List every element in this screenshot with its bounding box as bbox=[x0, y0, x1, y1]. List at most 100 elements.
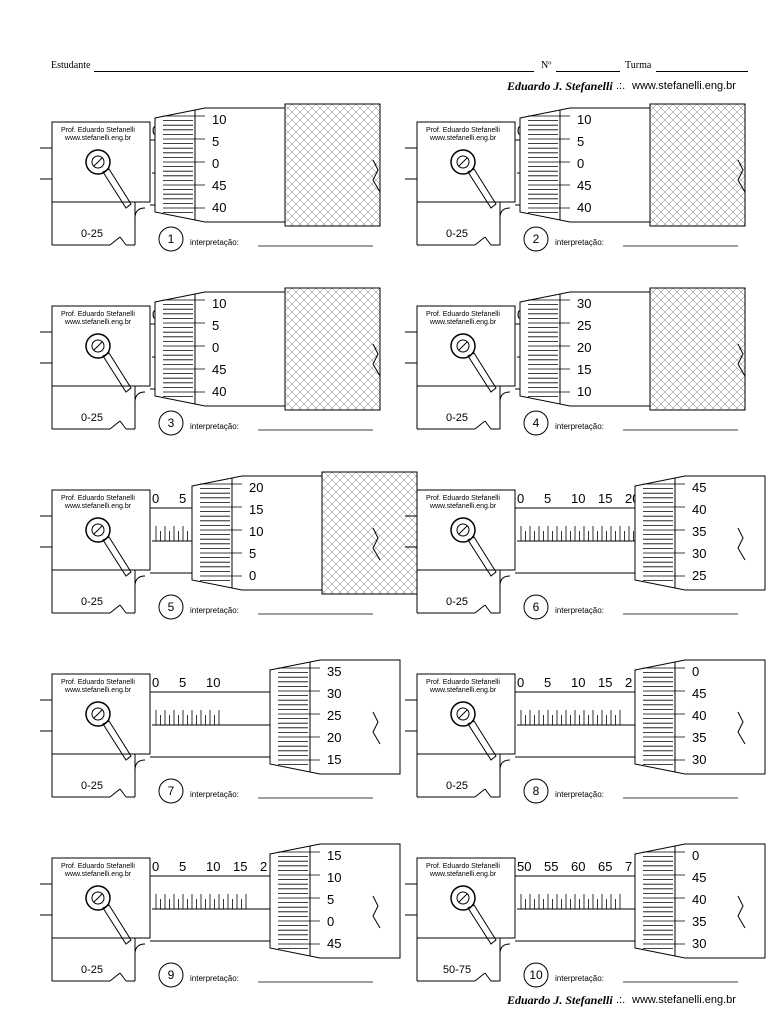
thimble-number: 15 bbox=[327, 752, 341, 767]
thimble-number: 0 bbox=[692, 664, 699, 679]
range-label: 0-25 bbox=[446, 780, 468, 792]
micrometer-exercise-9: Prof. Eduardo Stefanelliwww.stefanelli.e… bbox=[40, 843, 401, 988]
exercise-number: 9 bbox=[168, 968, 175, 982]
range-label: 0-25 bbox=[446, 228, 468, 240]
lock-knob-icon bbox=[85, 333, 111, 359]
exercise-number: 3 bbox=[168, 416, 175, 430]
thimble-number: 25 bbox=[692, 568, 706, 583]
thimble-number: 10 bbox=[577, 112, 591, 127]
break-mark bbox=[737, 527, 746, 561]
break-mark bbox=[372, 895, 381, 929]
class-field[interactable] bbox=[656, 71, 748, 72]
thimble-number: 40 bbox=[577, 200, 591, 215]
credit-line-2: www.stefanelli.eng.br bbox=[64, 135, 132, 142]
frame-curve bbox=[134, 754, 146, 771]
lock-knob-inner bbox=[91, 707, 105, 721]
credit-line-1: Prof. Eduardo Stefanelli bbox=[61, 311, 135, 318]
sleeve-number: 2 bbox=[625, 675, 632, 690]
frame-break bbox=[474, 420, 486, 430]
frame-break bbox=[109, 236, 121, 246]
interpretation-label: interpretação: bbox=[555, 606, 604, 615]
frame-break bbox=[109, 420, 121, 430]
thimble-number: 5 bbox=[212, 134, 219, 149]
credit-line-2: www.stefanelli.eng.br bbox=[429, 135, 497, 142]
exercise-number-circle bbox=[523, 410, 549, 436]
range-label: 50-75 bbox=[443, 964, 471, 976]
frame-break bbox=[119, 972, 127, 982]
credit-line-2: www.stefanelli.eng.br bbox=[429, 871, 497, 878]
lock-lever bbox=[102, 904, 132, 945]
ratchet-knurl bbox=[321, 471, 418, 595]
interpretation-label: interpretação: bbox=[190, 790, 239, 799]
range-label: 0-25 bbox=[81, 964, 103, 976]
frame-break bbox=[484, 236, 492, 246]
thimble-number: 10 bbox=[212, 112, 226, 127]
credit-plate bbox=[51, 673, 151, 755]
frame-curve bbox=[499, 202, 511, 219]
lock-lever bbox=[467, 904, 497, 945]
thimble-number: 40 bbox=[212, 200, 226, 215]
header-site: www.stefanelli.eng.br bbox=[632, 80, 736, 92]
lock-knob-slot bbox=[93, 709, 103, 719]
interpretation-label: interpretação: bbox=[555, 790, 604, 799]
thimble-number: 0 bbox=[212, 340, 219, 355]
frame-break bbox=[474, 788, 486, 798]
micrometer-exercise-3: Prof. Eduardo Stefanelliwww.stefanelli.e… bbox=[40, 287, 381, 436]
exercise-number: 2 bbox=[533, 232, 540, 246]
thimble-number: 15 bbox=[577, 362, 591, 377]
thimble-number: 45 bbox=[327, 936, 341, 951]
student-name-field[interactable] bbox=[94, 71, 534, 72]
break-mark bbox=[372, 159, 381, 193]
number-field[interactable] bbox=[556, 71, 620, 72]
frame-break bbox=[484, 604, 492, 614]
sleeve-number: 5 bbox=[544, 491, 551, 506]
credit-line-2: www.stefanelli.eng.br bbox=[64, 871, 132, 878]
micrometer-exercise-7: Prof. Eduardo Stefanelliwww.stefanelli.e… bbox=[40, 659, 401, 804]
exercise-number-circle bbox=[158, 962, 184, 988]
micrometer-exercise-10: Prof. Eduardo Stefanelliwww.stefanelli.e… bbox=[405, 843, 766, 988]
footer-signature: Eduardo J. Stefanelli bbox=[507, 993, 613, 1007]
lock-lever bbox=[467, 168, 497, 209]
frame-curve bbox=[499, 570, 511, 587]
frame-curve bbox=[134, 938, 146, 955]
interpretation-label: interpretação: bbox=[190, 974, 239, 983]
exercise-number-circle bbox=[523, 778, 549, 804]
exercise-number-circle bbox=[158, 410, 184, 436]
thimble-number: 45 bbox=[692, 870, 706, 885]
frame-break bbox=[474, 236, 486, 246]
range-label: 0-25 bbox=[81, 412, 103, 424]
lock-knob-slot bbox=[458, 709, 468, 719]
sleeve-number: 15 bbox=[598, 675, 612, 690]
thimble bbox=[269, 659, 401, 775]
lock-knob-icon bbox=[450, 701, 476, 727]
credit-line-1: Prof. Eduardo Stefanelli bbox=[61, 127, 135, 134]
credit-plate bbox=[51, 857, 151, 939]
number-label: Nº bbox=[541, 60, 552, 71]
credit-plate bbox=[416, 305, 516, 387]
header-separator: .:. bbox=[616, 80, 626, 92]
credit-line-2: www.stefanelli.eng.br bbox=[64, 319, 132, 326]
ratchet-knurl bbox=[284, 287, 381, 411]
lock-lever bbox=[467, 536, 497, 577]
thimble-number: 5 bbox=[327, 892, 334, 907]
exercise-number-circle bbox=[523, 226, 549, 252]
micrometer-exercise-6: Prof. Eduardo Stefanelliwww.stefanelli.e… bbox=[405, 475, 766, 620]
sleeve-number: 10 bbox=[206, 675, 220, 690]
exercise-number: 1 bbox=[168, 232, 175, 246]
sleeve-number: 15 bbox=[233, 859, 247, 874]
thimble-number: 45 bbox=[692, 480, 706, 495]
exercise-number-circle bbox=[523, 594, 549, 620]
lock-knob-slot bbox=[93, 157, 103, 167]
thimble-number: 0 bbox=[692, 848, 699, 863]
interpretation-label: interpretação: bbox=[555, 422, 604, 431]
micrometer-exercise-5: Prof. Eduardo Stefanelliwww.stefanelli.e… bbox=[40, 471, 418, 620]
exercise-number: 4 bbox=[533, 416, 540, 430]
frame-curve bbox=[499, 386, 511, 403]
lock-lever bbox=[467, 352, 497, 393]
sleeve-number: 0 bbox=[517, 675, 524, 690]
lock-knob-inner bbox=[91, 891, 105, 905]
exercise-number: 6 bbox=[533, 600, 540, 614]
sleeve-number: 5 bbox=[179, 491, 186, 506]
thimble-number: 5 bbox=[577, 134, 584, 149]
